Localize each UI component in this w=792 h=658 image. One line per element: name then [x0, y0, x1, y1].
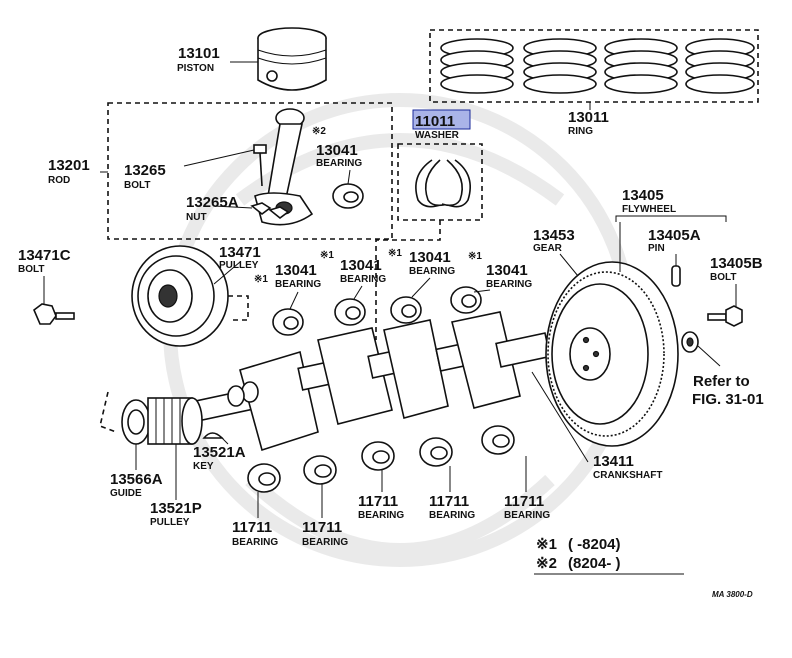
- timing-pulley-part[interactable]: [147, 397, 203, 445]
- callout-bearing-a-mark: ※1: [254, 274, 268, 285]
- crankshaft-part[interactable]: [187, 311, 551, 452]
- refer-line2[interactable]: FIG. 31-01: [692, 391, 764, 408]
- washer-highlight: [412, 109, 471, 130]
- callout-main-bearing-1-num: 11711: [232, 519, 272, 536]
- spacer-part[interactable]: [681, 331, 699, 353]
- callout-rod-bearing-num: 13041: [316, 142, 358, 159]
- callout-piston-num: 13101: [178, 45, 220, 62]
- crank-pulley-part[interactable]: [131, 245, 229, 347]
- callout-rod-bolt-name: BOLT: [124, 180, 150, 191]
- piston-part[interactable]: [257, 27, 327, 91]
- callout-main-bearing-4-name: BEARING: [429, 510, 475, 521]
- callout-pulley-bolt-name: BOLT: [18, 264, 44, 275]
- callout-flywheel-name: FLYWHEEL: [622, 204, 676, 215]
- callout-washer-num[interactable]: 11011: [415, 113, 455, 130]
- callout-rod-name: ROD: [48, 175, 70, 186]
- callout-gear-name: GEAR: [533, 243, 563, 254]
- flywheel-part[interactable]: [545, 261, 679, 447]
- callout-bearing-c-name: BEARING: [409, 266, 455, 277]
- callout-bearing-b-mark: ※1: [320, 250, 334, 261]
- callout-main-bearing-4-num: 11711: [429, 493, 469, 510]
- callout-pin-name: PIN: [648, 243, 665, 254]
- callout-main-bearing-5-num: 11711: [504, 493, 544, 510]
- legend-mark-2: ※2: [536, 555, 557, 572]
- rod-box: [107, 102, 393, 240]
- callout-crankshaft-num: 13411: [593, 453, 634, 470]
- main-bearing-1-part[interactable]: [247, 463, 281, 493]
- callout-crank-pulley-num: 13471: [219, 244, 261, 261]
- callout-ring-num: 13011: [568, 109, 609, 126]
- bearing-a-part[interactable]: [272, 308, 304, 336]
- callout-flywheel-bolt-num: 13405B: [710, 255, 763, 272]
- main-bearing-5-part[interactable]: [481, 425, 515, 455]
- flywheel-bolt-part[interactable]: [707, 305, 743, 327]
- rod-bolt-part[interactable]: [253, 144, 267, 187]
- rod-nut-part[interactable]: [250, 202, 290, 220]
- callout-timing-pulley-name: PULLEY: [150, 517, 190, 528]
- callout-bearing-b-name: BEARING: [340, 274, 386, 285]
- pulley-bolt-part[interactable]: [33, 303, 75, 325]
- callout-pulley-bolt-num: 13471C: [18, 247, 71, 264]
- diagram-code: MA 3800-D: [712, 590, 753, 599]
- callout-rod-nut-name: NUT: [186, 212, 207, 223]
- legend-mark-1: ※1: [536, 536, 557, 553]
- main-bearing-3-part[interactable]: [361, 441, 395, 471]
- callout-bearing-d-name: BEARING: [486, 279, 532, 290]
- callout-ring-name: RING: [568, 126, 593, 137]
- ring-set-box: [429, 29, 759, 103]
- callout-washer-name: WASHER: [415, 130, 460, 141]
- legend-range-1: ( -8204): [568, 536, 621, 553]
- callout-key-name: KEY: [193, 461, 214, 472]
- callout-main-bearing-2-name: BEARING: [302, 537, 348, 548]
- callout-flywheel-bolt-name: BOLT: [710, 272, 736, 283]
- thrust-washer-part[interactable]: [415, 159, 471, 208]
- callout-pin-num: 13405A: [648, 227, 701, 244]
- callout-bearing-d-num: 13041: [486, 262, 528, 279]
- callout-rod-nut-num: 13265A: [186, 194, 239, 211]
- main-bearing-2-part[interactable]: [303, 455, 337, 485]
- callout-key-num: 13521A: [193, 444, 246, 461]
- guide-part[interactable]: [121, 399, 151, 445]
- callout-rod-bearing-mark: ※2: [312, 126, 326, 137]
- key-part[interactable]: [202, 432, 224, 439]
- callout-main-bearing-5-name: BEARING: [504, 510, 550, 521]
- bearing-d-part[interactable]: [450, 286, 482, 314]
- piston-rings-part[interactable]: [440, 38, 755, 94]
- callout-bearing-d-mark: ※1: [468, 251, 482, 262]
- callout-crankshaft-name: CRANKSHAFT: [593, 470, 662, 481]
- bearing-c-part[interactable]: [390, 296, 422, 324]
- callout-bearing-c-mark: ※1: [388, 248, 402, 259]
- callout-bearing-a-name: BEARING: [275, 279, 321, 290]
- callout-bearing-b-num: 13041: [340, 257, 382, 274]
- callout-guide-num: 13566A: [110, 471, 163, 488]
- callout-main-bearing-1-name: BEARING: [232, 537, 278, 548]
- callout-guide-name: GUIDE: [110, 488, 142, 499]
- callout-main-bearing-3-name: BEARING: [358, 510, 404, 521]
- callout-rod-num: 13201: [48, 157, 90, 174]
- callout-bearing-a-num: 13041: [275, 262, 317, 279]
- refer-line1[interactable]: Refer to: [693, 373, 750, 390]
- bearing-b-part[interactable]: [334, 298, 366, 326]
- legend: ※1 ( -8204) ※2 (8204- ): [534, 536, 684, 575]
- callout-piston-name: PISTON: [177, 63, 214, 74]
- callout-timing-pulley-num: 13521P: [150, 500, 202, 517]
- callout-main-bearing-3-num: 11711: [358, 493, 398, 510]
- main-bearing-4-part[interactable]: [419, 437, 453, 467]
- flywheel-pin-part[interactable]: [671, 265, 681, 287]
- callout-main-bearing-2-num: 11711: [302, 519, 342, 536]
- callout-flywheel-num: 13405: [622, 187, 664, 204]
- callout-gear-num: 13453: [533, 227, 575, 244]
- callout-rod-bearing-name: BEARING: [316, 158, 362, 169]
- callout-rod-bolt-num: 13265: [124, 162, 166, 179]
- callout-bearing-c-num: 13041: [409, 249, 451, 266]
- callout-crank-pulley-name: PULLEY: [219, 260, 259, 271]
- legend-range-2: (8204- ): [568, 555, 621, 572]
- rod-bearing-part[interactable]: [332, 183, 364, 209]
